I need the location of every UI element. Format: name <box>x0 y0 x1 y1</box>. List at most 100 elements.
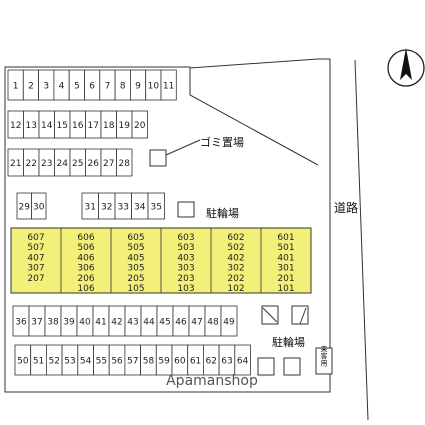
parking-space-number: 54 <box>80 357 92 367</box>
room-number: 206 <box>77 274 94 284</box>
parking-space-number: 17 <box>88 121 99 131</box>
parking-space: 51 <box>30 344 47 376</box>
parking-space-number: 34 <box>134 203 146 213</box>
room-number: 505 <box>127 243 144 253</box>
room-number: 201 <box>277 274 294 284</box>
room-number: 607 <box>27 233 44 243</box>
parking-space-number: 1 <box>13 82 19 92</box>
parking-space-number: 30 <box>33 203 45 213</box>
room-number: 303 <box>177 264 194 274</box>
parking-space: 6 <box>84 69 101 101</box>
parking-space: 50 <box>14 344 32 376</box>
room-number: 101 <box>277 284 294 294</box>
parking-space-number: 19 <box>119 121 131 131</box>
parking-space: 43 <box>124 305 142 337</box>
parking-space: 42 <box>108 305 126 337</box>
room-number: 407 <box>27 253 44 263</box>
parking-space-number: 27 <box>103 159 114 169</box>
parking-space-number: 57 <box>127 357 138 367</box>
room-number: 402 <box>227 253 244 263</box>
parking-space-number: 35 <box>151 203 162 213</box>
parking-space: 54 <box>77 344 94 376</box>
parking-space: 52 <box>46 344 63 376</box>
parking-space: 4 <box>53 69 70 101</box>
bike-leader-a <box>262 307 278 323</box>
parking-space-number: 52 <box>49 357 60 367</box>
parking-space: 59 <box>155 344 173 376</box>
room-number: 501 <box>277 243 294 253</box>
parking-space: 31 <box>81 192 99 220</box>
parking-space: 24 <box>54 148 71 177</box>
parking-space: 32 <box>98 192 116 220</box>
parking-space-number: 56 <box>111 357 123 367</box>
room-number: 103 <box>177 284 194 294</box>
parking-space-number: 20 <box>134 121 146 131</box>
room-number: 502 <box>227 243 244 253</box>
road-label: 道路 <box>334 200 358 215</box>
parking-space-number: 16 <box>72 121 84 131</box>
parking-space-number: 9 <box>135 82 141 92</box>
parking-space-number: 53 <box>64 357 75 367</box>
parking-space: 20 <box>131 110 148 139</box>
parking-space-number: 49 <box>223 318 235 328</box>
parking-space: 53 <box>61 344 79 376</box>
parking-space-number: 41 <box>95 318 106 328</box>
parking-space-number: 55 <box>96 357 107 367</box>
parking-space-number: 31 <box>85 203 96 213</box>
parking-space: 47 <box>188 305 206 337</box>
parking-space: 10 <box>145 69 162 101</box>
parking-space-number: 64 <box>237 357 249 367</box>
parking-space-number: 38 <box>47 318 59 328</box>
parking-space-number: 58 <box>143 357 155 367</box>
parking-space: 62 <box>202 344 220 376</box>
parking-space-number: 45 <box>159 318 170 328</box>
parking-space: 11 <box>160 69 177 101</box>
parking-space-number: 8 <box>120 82 126 92</box>
bike-parking-lower-label: 駐輪場 <box>272 335 305 349</box>
room-number: 506 <box>77 243 94 253</box>
garbage-leader <box>165 139 201 156</box>
parking-space-number: 46 <box>175 318 187 328</box>
room-number: 301 <box>277 264 294 274</box>
parking-space: 64 <box>234 344 251 376</box>
room-number: 203 <box>177 274 194 284</box>
parking-space: 55 <box>93 344 110 376</box>
parking-space-number: 24 <box>57 159 69 169</box>
visitor-space <box>315 347 333 375</box>
parking-space: 18 <box>100 110 117 139</box>
parking-space-number: 3 <box>43 82 49 92</box>
parking-space-number: 43 <box>127 318 138 328</box>
parking-space: 12 <box>7 110 24 139</box>
parking-space-number: 47 <box>191 318 202 328</box>
parking-space-number: 50 <box>17 357 29 367</box>
room-number: 403 <box>177 253 194 263</box>
parking-space-number: 26 <box>88 159 100 169</box>
room-number: 503 <box>177 243 194 253</box>
parking-space-number: 10 <box>148 82 160 92</box>
parking-space: 36 <box>12 305 30 337</box>
room-number: 202 <box>227 274 244 284</box>
parking-space-number: 63 <box>221 357 232 367</box>
parking-space: 41 <box>92 305 110 337</box>
parking-space: 37 <box>28 305 46 337</box>
parking-space-number: 22 <box>26 159 37 169</box>
parking-space: 63 <box>218 344 236 376</box>
parking-space-number: 25 <box>72 159 83 169</box>
parking-space-number: 40 <box>79 318 91 328</box>
parking-space: 39 <box>60 305 78 337</box>
parking-space-number: 39 <box>63 318 75 328</box>
parking-space: 30 <box>31 192 47 220</box>
parking-space-number: 13 <box>26 121 37 131</box>
parking-space-number: 29 <box>19 203 31 213</box>
parking-space-number: 28 <box>119 159 131 169</box>
room-number: 305 <box>127 264 144 274</box>
bike-parking-upper <box>177 201 195 218</box>
room-number: 606 <box>77 233 94 243</box>
parking-space: 17 <box>85 110 102 139</box>
room-number: 207 <box>27 274 44 284</box>
room-number: 302 <box>227 264 244 274</box>
parking-space: 38 <box>44 305 62 337</box>
parking-space-number: 59 <box>158 357 170 367</box>
parking-space-number: 42 <box>111 318 122 328</box>
parking-space-number: 7 <box>105 82 111 92</box>
